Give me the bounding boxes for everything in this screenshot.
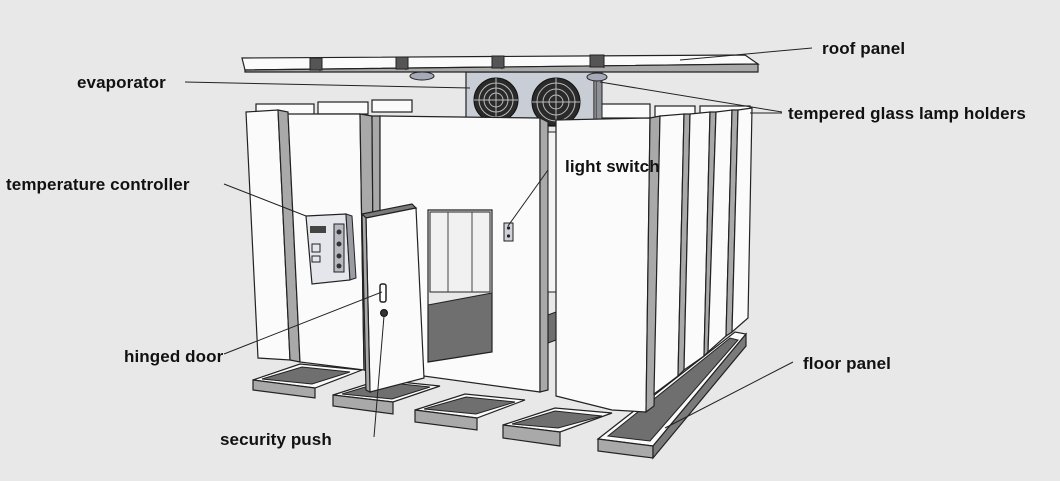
- label-security-push: security push: [220, 430, 332, 449]
- light-switch-icon: [503, 222, 514, 242]
- hinged-door: [360, 203, 425, 393]
- floor-panels: [252, 292, 748, 460]
- leader-lines: [184, 47, 813, 438]
- temperature-controller-icon: [305, 213, 357, 285]
- door-handle-icon: [379, 283, 387, 303]
- security-push-knob-icon: [380, 309, 388, 317]
- label-evaporator: evaporator: [77, 73, 166, 92]
- fan-left-icon: [473, 77, 519, 123]
- label-hinged-door: hinged door: [124, 347, 224, 366]
- label-temperature-controller: temperature controller: [6, 175, 190, 194]
- label-light-switch: light switch: [565, 157, 660, 176]
- right-wall: [555, 107, 753, 414]
- roof-panels: [241, 54, 760, 82]
- fan-right-icon: [531, 77, 581, 127]
- label-tempered-glass-lamp-holders: tempered glass lamp holders: [788, 104, 1026, 123]
- evaporator-unit: [465, 71, 603, 127]
- label-floor-panel: floor panel: [803, 354, 891, 373]
- label-roof-panel: roof panel: [822, 39, 906, 58]
